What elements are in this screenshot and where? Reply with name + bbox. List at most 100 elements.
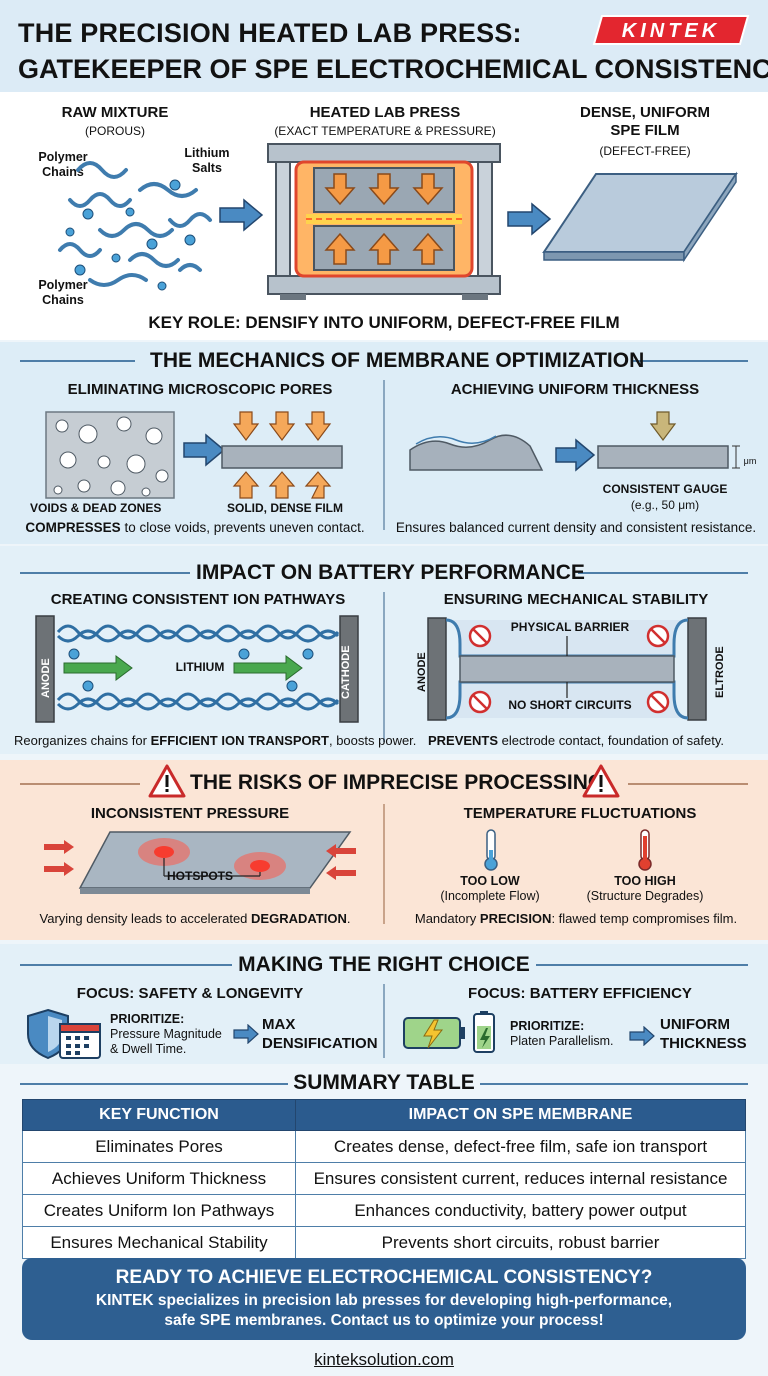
table-header-row: KEY FUNCTION IMPACT ON SPE MEMBRANE [22,1099,746,1131]
summary-title: SUMMARY TABLE [293,1071,475,1094]
left-item-1: Pressure Magnitude [110,1027,222,1041]
table-row: Ensures Mechanical Stability Prevents sh… [22,1226,746,1259]
table-cell: Enhances conductivity, battery power out… [295,1194,746,1227]
table-cell: Achieves Uniform Thickness [22,1162,296,1195]
lithium-label: LITHIUM [175,660,225,674]
arrow-right-icon [233,1024,259,1044]
right-prioritize: PRIORITIZE: [510,1019,585,1033]
page-title-line-1: THE PRECISION HEATED LAB PRESS: [18,18,522,48]
caption-pre: Reorganizes chains for [14,733,151,748]
left-result-1: MAX [262,1016,296,1033]
impact-left-caption: Reorganizes chains for EFFICIENT ION TRA… [14,733,416,748]
section-rule [480,1083,748,1085]
electrode-label: ELTRODE [714,646,726,698]
warning-icon [582,764,620,798]
mechanics-left-caption: COMPRESSES to close voids, prevents unev… [20,520,370,535]
anode-label-2: ANODE [416,652,428,692]
impact-right-caption: PREVENTS electrode contact, foundation o… [392,733,760,748]
table-header-cell: KEY FUNCTION [22,1099,296,1131]
anode-label: ANODE [40,658,52,698]
choice-left-heading: FOCUS: SAFETY & LONGEVITY [76,985,304,1002]
mechanics-right-heading: ACHIEVING UNIFORM THICKNESS [450,381,700,398]
risks-right-heading: TEMPERATURE FLUCTUATIONS [463,805,697,822]
caption-bold: PRECISION [479,911,552,926]
section-rule [628,783,748,785]
caption-pre: Mandatory [414,911,480,926]
caption-rest: to close voids, prevents uneven contact. [120,520,365,535]
risks-right-caption: Mandatory PRECISION: flawed temp comprom… [392,911,760,926]
section-rule [632,360,748,362]
raw-subtitle: (POROUS) [85,124,145,138]
section-rule [20,964,232,966]
arrow-right-icon [219,198,264,232]
caption-post: , boosts power. [328,733,417,748]
impact-left-heading: CREATING CONSISTENT ION PATHWAYS [50,591,346,608]
caption-bold: PREVENTS [427,733,499,748]
cta-banner[interactable]: READY TO ACHIEVE ELECTROCHEMICAL CONSIST… [22,1258,746,1340]
caption-post: : flawed temp compromises film. [551,911,738,926]
website-link[interactable]: kinteksolution.com [314,1350,454,1369]
risks-left-caption: Varying density leads to accelerated DEG… [20,911,370,926]
hotspots-illustration [44,831,356,894]
press-title: HEATED LAB PRESS [309,104,461,121]
left-result-2: DENSIFICATION [262,1035,378,1052]
mechanical-barrier-illustration [427,617,707,721]
section-divider [383,984,385,1058]
cta-line-1: KINTEK specializes in precision lab pres… [95,1292,673,1309]
thermometer-low-icon [484,829,498,871]
caption-bold: COMPRESSES [25,520,121,535]
barrier-label: PHYSICAL BARRIER [510,620,630,634]
page-title-line-2: GATEKEEPER OF SPE ELECTROCHEMICAL CONSIS… [18,54,768,84]
label-polymer-chains-bottom: Polymer Chains [38,278,88,307]
table-cell: Prevents short circuits, robust barrier [295,1226,746,1259]
raw-title: RAW MIXTURE [61,104,169,121]
arrow-right-icon [629,1026,655,1046]
ion-pathways-illustration [35,615,359,723]
impact-title: IMPACT ON BATTERY PERFORMANCE [196,561,585,584]
table-cell: Ensures Mechanical Stability [22,1226,296,1259]
raw-mixture-illustration [58,161,212,291]
table-cell: Ensures consistent current, reduces inte… [295,1162,746,1195]
right-result-1: UNIFORM [660,1016,730,1033]
too-low-label: TOO LOW [460,874,520,888]
key-role-caption: KEY ROLE: DENSIFY INTO UNIFORM, DEFECT-F… [148,313,620,332]
thermometer-high-icon [638,829,652,871]
choice-title: MAKING THE RIGHT CHOICE [238,953,530,976]
film-title-line-1: DENSE, UNIFORM [579,104,710,121]
section-divider [383,592,385,742]
battery-icons [403,1011,495,1053]
left-item-2: & Dwell Time. [110,1042,187,1056]
too-low-sub: (Incomplete Flow) [440,889,540,903]
choice-right-heading: FOCUS: BATTERY EFFICIENCY [468,985,692,1002]
cathode-label: CATHODE [340,645,352,699]
cta-line-2: safe SPE membranes. Contact us to optimi… [164,1312,604,1329]
arrow-right-icon [507,202,552,236]
label-polymer-chains-top: Polymer Chains [38,150,88,179]
section-rule [20,783,140,785]
section-divider [383,380,385,530]
cta-heading: READY TO ACHIEVE ELECTROCHEMICAL CONSIST… [115,1267,653,1288]
hotspots-label: HOTSPOTS [166,869,233,883]
table-cell: Creates dense, defect-free film, safe io… [295,1130,746,1163]
table-cell: Creates Uniform Ion Pathways [22,1194,296,1227]
risks-left-heading: INCONSISTENT PRESSURE [90,805,290,822]
gauge-label: CONSISTENT GAUGE [602,482,728,496]
too-high-sub: (Structure Degrades) [586,889,704,903]
shield-calendar-icon [27,1008,101,1060]
no-short-label: NO SHORT CIRCUITS [508,698,632,712]
cta-body: KINTEK specializes in precision lab pres… [22,1291,746,1331]
right-result-2: THICKNESS [660,1035,747,1052]
table-cell: Eliminates Pores [22,1130,296,1163]
caption-pre: Varying density leads to accelerated [39,911,252,926]
mechanics-left-heading: ELIMINATING MICROSCOPIC PORES [67,381,333,398]
mechanics-title: THE MECHANICS OF MEMBRANE OPTIMIZATION [150,349,645,372]
section-rule [20,360,135,362]
table-row: Eliminates Pores Creates dense, defect-f… [22,1130,746,1163]
kintek-logo: KINTEK [592,15,750,45]
too-high-label: TOO HIGH [614,874,676,888]
table-row: Achieves Uniform Thickness Ensures consi… [22,1162,746,1195]
section-rule [536,964,748,966]
caption-rest: electrode contact, foundation of safety. [498,733,725,748]
section-rule [20,1083,288,1085]
logo-text: KINTEK [622,20,720,42]
